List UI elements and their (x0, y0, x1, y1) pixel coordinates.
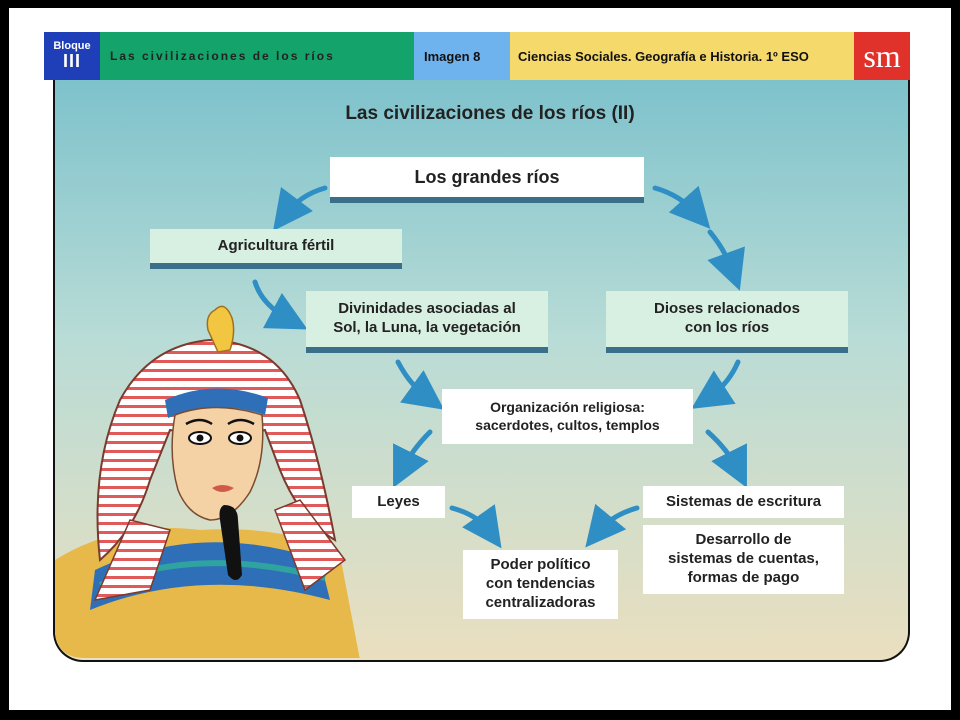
unit-title: Las civilizaciones de los ríos (100, 32, 414, 80)
arrow-divinidades-organizacion (395, 359, 445, 410)
arrow-rios-agricultura (272, 185, 328, 231)
sm-logo: sm (854, 32, 910, 80)
image-label: Imagen 8 (414, 32, 510, 80)
arrow-organizacion-leyes (393, 429, 433, 488)
arrow-rios-dioses-2 (707, 229, 745, 291)
bloque-badge: Bloque III (44, 32, 100, 80)
subject-label: Ciencias Sociales. Geografía e Historia.… (510, 32, 854, 80)
arrow-escritura-poder (585, 503, 640, 548)
arrow-rios-dioses-1 (652, 185, 711, 229)
node-organizacion-religiosa: Organización religiosa: sacerdotes, cult… (442, 389, 693, 444)
arrow-agricultura-divinidades (252, 279, 308, 330)
bloque-label: Bloque (53, 39, 91, 52)
node-leyes: Leyes (352, 486, 445, 518)
node-agricultura-fertil: Agricultura fértil (150, 229, 402, 269)
node-poder-politico: Poder político con tendencias centraliza… (463, 550, 618, 619)
node-sistemas-escritura: Sistemas de escritura (643, 486, 844, 518)
bloque-number: III (62, 51, 81, 72)
arrow-dioses-organizacion (691, 359, 741, 409)
node-divinidades: Divinidades asociadas al Sol, la Luna, l… (306, 291, 548, 353)
node-grandes-rios: Los grandes ríos (330, 157, 644, 203)
node-sistemas-cuentas: Desarrollo de sistemas de cuentas, forma… (643, 525, 844, 594)
node-dioses-rios: Dioses relacionados con los ríos (606, 291, 848, 353)
arrow-organizacion-escritura (705, 429, 747, 488)
diagram-title: Las civilizaciones de los ríos (II) (345, 103, 635, 124)
arrow-leyes-poder (449, 504, 502, 549)
header-bar: Bloque III Las civilizaciones de los río… (44, 32, 910, 80)
